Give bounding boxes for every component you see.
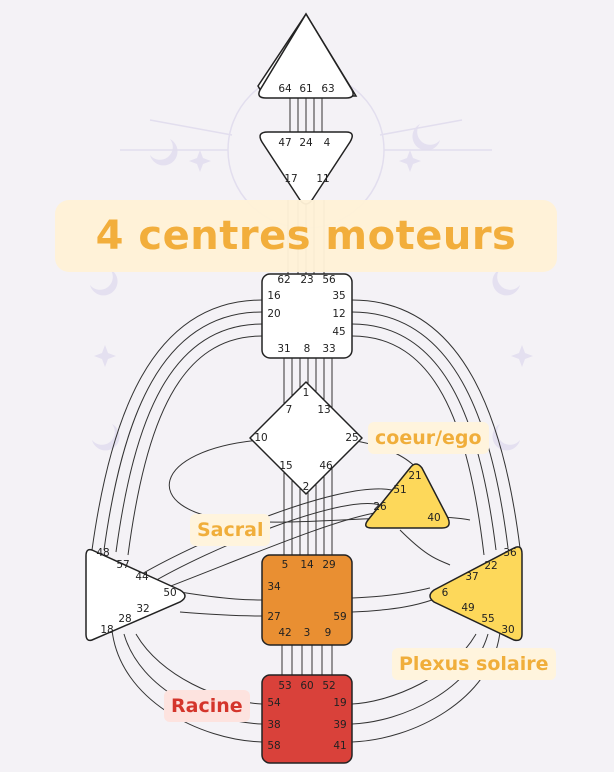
gate-number: 63 — [321, 83, 334, 95]
star-icon — [94, 345, 116, 367]
moon-icon — [492, 269, 520, 296]
gate-number: 60 — [300, 680, 313, 692]
moon-icon — [150, 139, 178, 166]
label-coeur-ego: coeur/ego — [368, 422, 489, 454]
star-icon — [189, 150, 211, 172]
gate-number: 30 — [501, 624, 514, 636]
moon-icon — [412, 124, 440, 151]
gate-number: 56 — [322, 274, 336, 286]
gate-number: 57 — [116, 559, 129, 571]
gate-number: 12 — [332, 308, 345, 320]
gate-number: 14 — [300, 559, 314, 571]
gate-number: 47 — [278, 137, 291, 149]
gate-number: 1 — [303, 387, 310, 399]
gate-number: 11 — [316, 173, 329, 185]
throat-gates: 62 23 56 16 35 20 12 45 31 8 33 — [267, 274, 345, 355]
gate-number: 50 — [163, 587, 176, 599]
page-title: 4 centres moteurs — [95, 213, 517, 259]
gate-number: 54 — [267, 697, 281, 709]
gate-number: 53 — [278, 680, 291, 692]
g-gates: 1 7 13 10 25 15 46 2 — [254, 387, 358, 493]
gate-number: 35 — [332, 290, 345, 302]
gate-number: 8 — [304, 343, 311, 355]
gate-number: 31 — [277, 343, 290, 355]
gate-number: 58 — [267, 740, 280, 752]
gate-number: 33 — [322, 343, 335, 355]
head-center-shape — [258, 12, 354, 99]
gate-number: 62 — [277, 274, 290, 286]
gate-number: 42 — [278, 627, 291, 639]
gate-number: 15 — [279, 460, 292, 472]
gate-number: 23 — [300, 274, 313, 286]
gate-number: 21 — [408, 470, 421, 482]
star-icon — [399, 150, 421, 172]
gate-number: 10 — [254, 432, 267, 444]
gate-number: 44 — [135, 571, 149, 583]
gate-number: 9 — [325, 627, 332, 639]
heart-center — [365, 463, 450, 529]
gate-number: 51 — [393, 484, 406, 496]
moon-icon — [90, 269, 118, 296]
root-center — [261, 674, 353, 764]
gate-number: 24 — [299, 137, 313, 149]
gate-number: 64 — [278, 83, 292, 95]
gate-number: 6 — [442, 587, 449, 599]
gate-number: 52 — [322, 680, 335, 692]
spleen-center — [85, 548, 186, 642]
throat-center — [261, 273, 353, 359]
gate-number: 34 — [267, 581, 281, 593]
title-banner: 4 centres moteurs — [55, 200, 557, 272]
solar-plexus-gates: 36 22 37 6 49 55 30 — [442, 547, 517, 636]
gate-number: 36 — [503, 547, 517, 559]
gate-number: 18 — [100, 624, 113, 636]
label-plexus-solaire: Plexus solaire — [392, 648, 556, 680]
gate-number: 4 — [324, 137, 331, 149]
gate-number: 32 — [136, 603, 149, 615]
gate-number: 16 — [267, 290, 281, 302]
gate-number: 25 — [345, 432, 358, 444]
gate-number: 13 — [317, 404, 330, 416]
spleen-gates: 48 57 44 50 32 28 18 — [96, 547, 176, 636]
gate-number: 49 — [461, 602, 474, 614]
gate-number: 26 — [373, 501, 387, 513]
gate-number: 2 — [303, 481, 310, 493]
head-gates: 64 61 63 — [278, 83, 334, 95]
heart-gates: 21 51 26 40 — [373, 470, 440, 524]
gate-number: 22 — [484, 560, 497, 572]
gate-number: 7 — [286, 404, 293, 416]
solar-plexus-center — [429, 546, 523, 642]
gate-number: 46 — [319, 460, 333, 472]
label-racine: Racine — [164, 690, 250, 722]
moon-icon — [92, 424, 120, 451]
g-center — [249, 381, 363, 495]
gate-number: 48 — [96, 547, 109, 559]
gate-number: 19 — [333, 697, 346, 709]
label-sacral: Sacral — [190, 514, 271, 546]
ajna-gates: 47 24 4 17 11 — [278, 137, 330, 185]
gate-number: 28 — [118, 613, 131, 625]
sacral-center — [261, 554, 353, 646]
root-gates: 53 60 52 54 19 38 39 58 41 — [267, 680, 346, 752]
gate-number: 17 — [284, 173, 297, 185]
gate-number: 39 — [333, 719, 346, 731]
gate-number: 27 — [267, 611, 280, 623]
moon-icon — [492, 424, 520, 451]
gate-number: 29 — [322, 559, 335, 571]
gate-number: 20 — [267, 308, 280, 320]
gate-number: 55 — [481, 613, 494, 625]
gate-number: 3 — [304, 627, 311, 639]
gate-number: 40 — [427, 512, 440, 524]
gate-number: 38 — [267, 719, 280, 731]
sacral-gates: 5 14 29 34 27 59 42 3 9 — [267, 559, 346, 639]
gate-number: 37 — [465, 571, 478, 583]
gate-number: 59 — [333, 611, 346, 623]
gate-number: 5 — [282, 559, 289, 571]
gate-number: 61 — [299, 83, 312, 95]
gate-number: 45 — [332, 326, 345, 338]
gate-number: 41 — [333, 740, 346, 752]
star-icon — [511, 345, 533, 367]
